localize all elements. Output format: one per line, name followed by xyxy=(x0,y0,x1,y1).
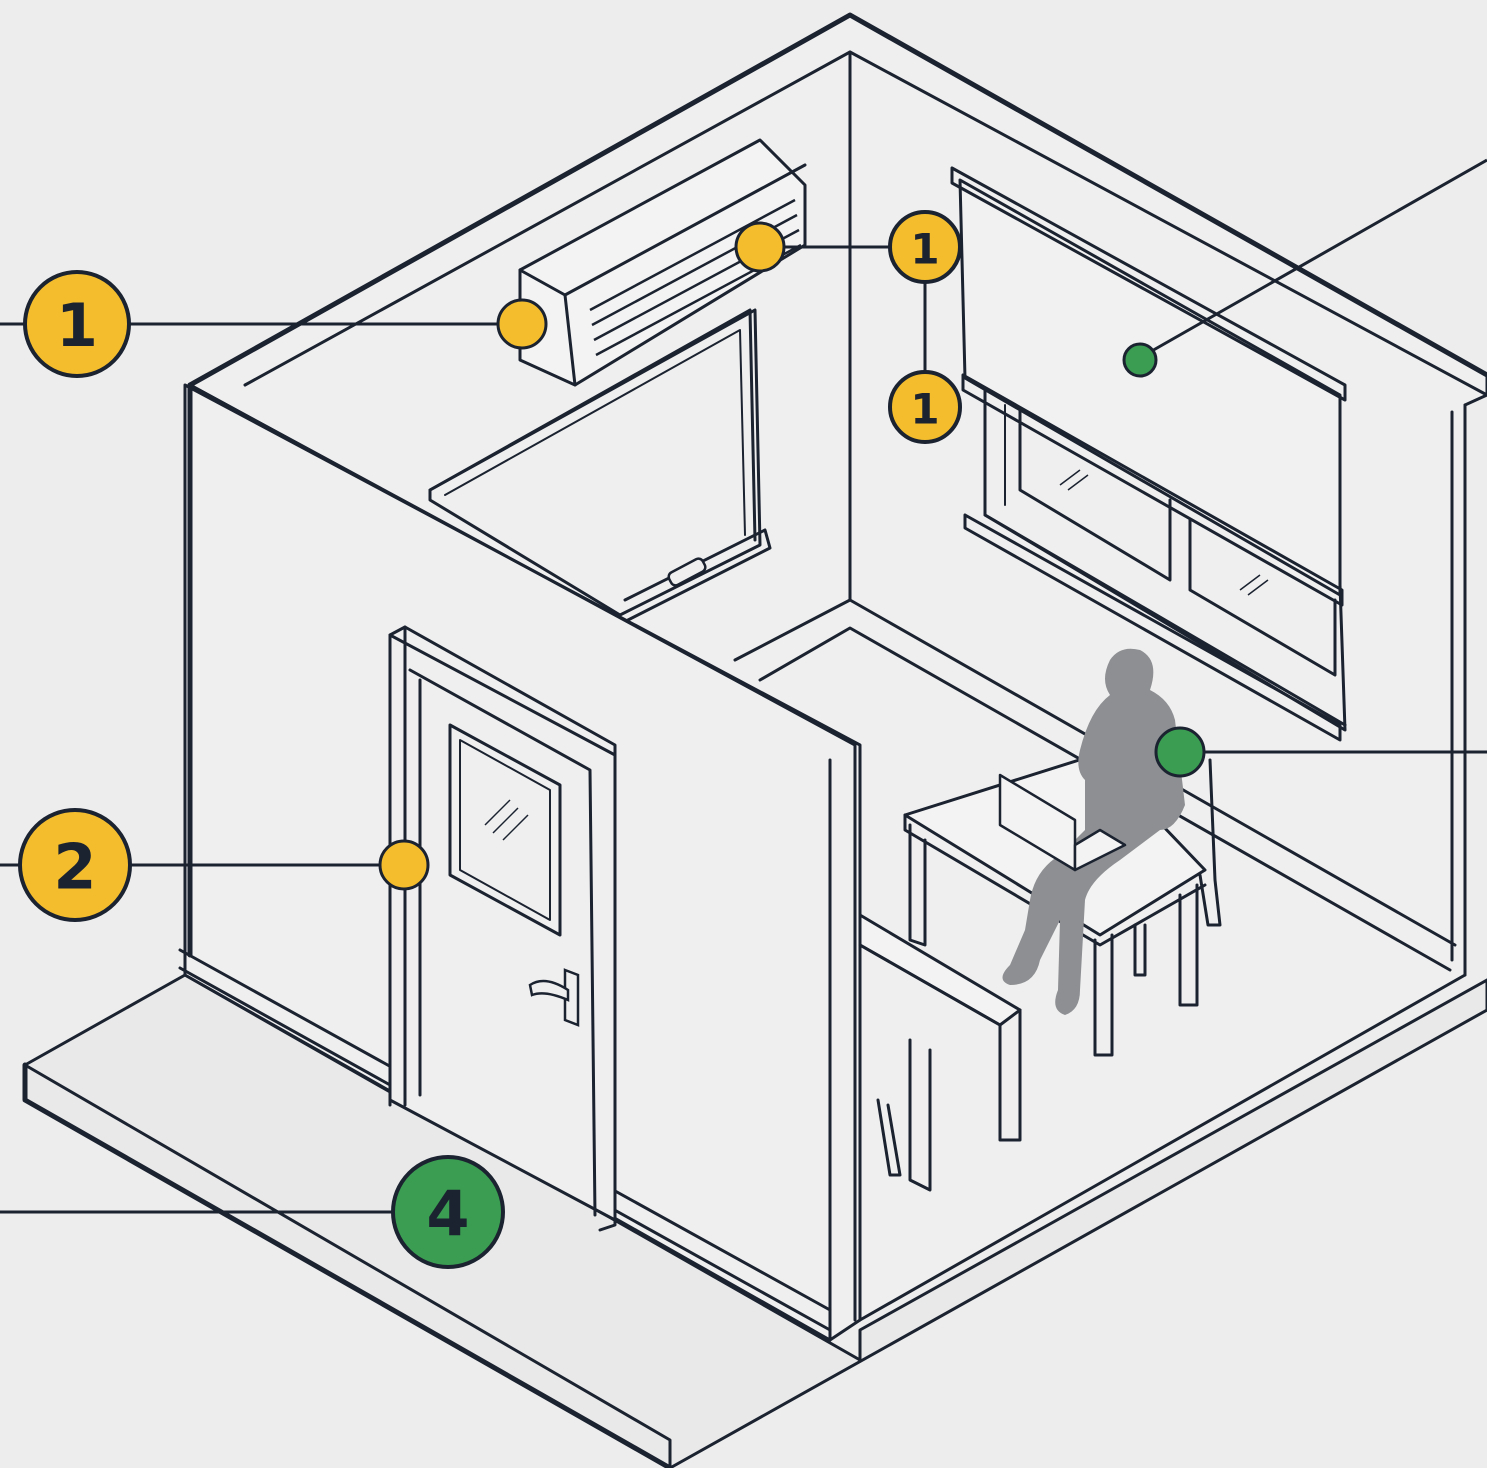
marker-air-conditioner-vent[interactable] xyxy=(736,223,784,271)
callout-label: 1 xyxy=(56,291,98,361)
callout-badge-1-left[interactable]: 1 xyxy=(25,272,129,376)
callout-badge-1-top[interactable]: 1 xyxy=(890,212,960,282)
marker-air-conditioner-side[interactable] xyxy=(498,300,546,348)
callout-label: 2 xyxy=(53,831,96,904)
callout-label: 1 xyxy=(910,385,939,434)
marker-door-frame[interactable] xyxy=(380,841,428,889)
marker-window-blind[interactable] xyxy=(1124,344,1156,376)
callout-label: 4 xyxy=(426,1178,469,1251)
callout-badge-4[interactable]: 4 xyxy=(393,1157,503,1267)
callout-label: 1 xyxy=(910,225,939,274)
callout-badge-2[interactable]: 2 xyxy=(20,810,130,920)
callout-badge-1-below[interactable]: 1 xyxy=(890,372,960,442)
marker-person[interactable] xyxy=(1156,728,1204,776)
